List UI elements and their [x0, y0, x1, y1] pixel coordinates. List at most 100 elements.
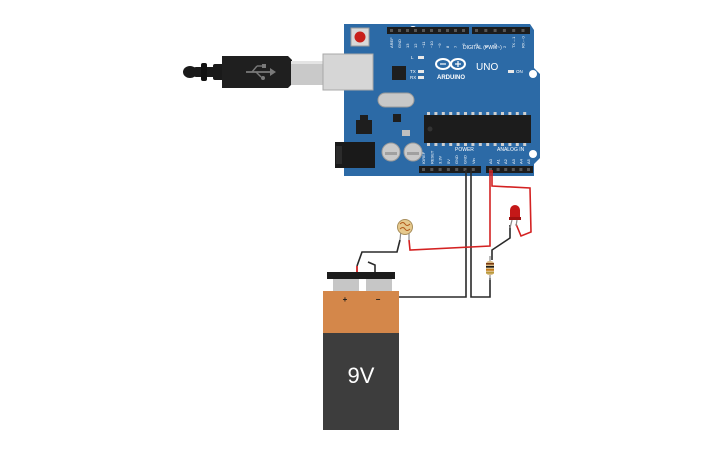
header-pin[interactable] [471, 168, 475, 171]
red-led[interactable] [509, 205, 521, 229]
led-l [418, 56, 424, 59]
header-pin[interactable] [489, 168, 492, 171]
digital-header-pins[interactable] [390, 29, 525, 32]
power-header[interactable] [419, 166, 481, 173]
header-pin[interactable] [430, 168, 434, 171]
chip-leg [449, 112, 453, 115]
digital-header-right[interactable] [472, 27, 530, 34]
photoresistor[interactable] [397, 219, 413, 241]
wire-gnd-resistor[interactable] [470, 170, 491, 298]
header-pin[interactable] [422, 168, 425, 171]
header-pin[interactable] [398, 29, 401, 32]
usb-strain-relief-1 [201, 63, 207, 81]
digital-pin-label: 8 [445, 45, 450, 48]
power-pin-label: 3.3V [438, 155, 443, 164]
header-pin[interactable] [422, 29, 425, 32]
header-pin[interactable] [496, 168, 500, 171]
power-pin-label: RESET [429, 150, 434, 164]
chip-leg [464, 112, 467, 115]
header-pin[interactable] [462, 29, 465, 32]
digital-header-left[interactable] [387, 27, 469, 34]
header-pin[interactable] [414, 29, 417, 32]
photoresistor-trace [399, 222, 411, 231]
analog-header-pins[interactable] [489, 168, 530, 171]
led-dome [510, 205, 520, 217]
chip-leg [523, 143, 527, 146]
wire-battery-ldr[interactable] [356, 239, 401, 267]
header-pin[interactable] [521, 29, 525, 32]
header-pin[interactable] [454, 29, 457, 32]
digital-pin-label: ~11 [421, 41, 426, 48]
voltage-regulator [356, 120, 372, 134]
chip-leg [441, 112, 445, 115]
atmega-chip [424, 115, 531, 143]
led-l-label: L [411, 55, 414, 60]
battery-positive-terminal[interactable] [333, 279, 359, 291]
analog-pin-label: A0 [488, 158, 493, 164]
header-pin[interactable] [519, 168, 523, 171]
usb-icon [246, 64, 276, 80]
smd-component [402, 130, 410, 136]
digital-pin-label: AREF [389, 37, 394, 48]
led-rx-label: RX [410, 75, 416, 80]
header-pin[interactable] [502, 29, 506, 32]
analog-header[interactable] [486, 166, 533, 173]
usb-chip [392, 66, 406, 80]
header-pin[interactable] [430, 29, 433, 32]
digital-pin-label: RX←0 [521, 35, 526, 48]
header-pin[interactable] [484, 29, 488, 32]
chip-leg [427, 143, 430, 146]
battery-9v[interactable]: + − 9V [323, 272, 399, 430]
power-pin-label: Vin [471, 158, 476, 164]
header-pin[interactable] [446, 168, 450, 171]
mount-hole [529, 70, 537, 78]
header-pin[interactable] [511, 168, 515, 171]
chip-leg [471, 143, 475, 146]
wire-a0-ldr[interactable] [408, 170, 491, 251]
chip-legs [427, 143, 527, 146]
usb-cable-end [183, 66, 197, 78]
analog-pin-label: A3 [511, 158, 516, 164]
digital-pin-label: ~6 [461, 43, 466, 48]
chip-leg [427, 112, 430, 115]
usb-cable[interactable] [183, 56, 323, 88]
analog-pin-label: A5 [526, 158, 531, 164]
battery-negative-terminal[interactable] [366, 279, 392, 291]
header-pin[interactable] [438, 29, 441, 32]
header-pin[interactable] [493, 29, 497, 32]
header-pin[interactable] [446, 29, 449, 32]
board-brand: ARDUINO [437, 75, 465, 81]
led-on [508, 70, 514, 73]
resistor[interactable] [486, 256, 494, 280]
header-pin[interactable] [438, 168, 442, 171]
power-pin-label: GND [454, 155, 459, 164]
wire-pin-led[interactable] [491, 170, 532, 238]
power-header-pins[interactable] [422, 168, 475, 171]
chip-legs [427, 112, 527, 115]
chip-leg [464, 143, 467, 146]
header-pin[interactable] [455, 168, 459, 171]
digital-pin-label: 2 [502, 45, 507, 48]
header-pin[interactable] [406, 29, 409, 32]
header-pin[interactable] [504, 168, 508, 171]
chip-leg [471, 112, 475, 115]
small-chip [393, 114, 401, 122]
digital-pin-label: ~3 [493, 43, 498, 48]
chip-leg [486, 143, 490, 146]
usb-b-port[interactable] [322, 53, 374, 91]
battery-voltage-label: 9V [348, 363, 375, 388]
battery-body [323, 333, 399, 430]
battery-top-band [323, 291, 399, 333]
header-pin[interactable] [463, 168, 467, 171]
header-pin[interactable] [512, 29, 516, 32]
wire-led-resistor[interactable] [491, 225, 511, 260]
battery-plus-symbol: + [343, 295, 348, 304]
header-pin[interactable] [390, 29, 393, 32]
crystal-oscillator [377, 92, 415, 108]
header-pin[interactable] [475, 29, 478, 32]
header-pin[interactable] [527, 168, 530, 171]
